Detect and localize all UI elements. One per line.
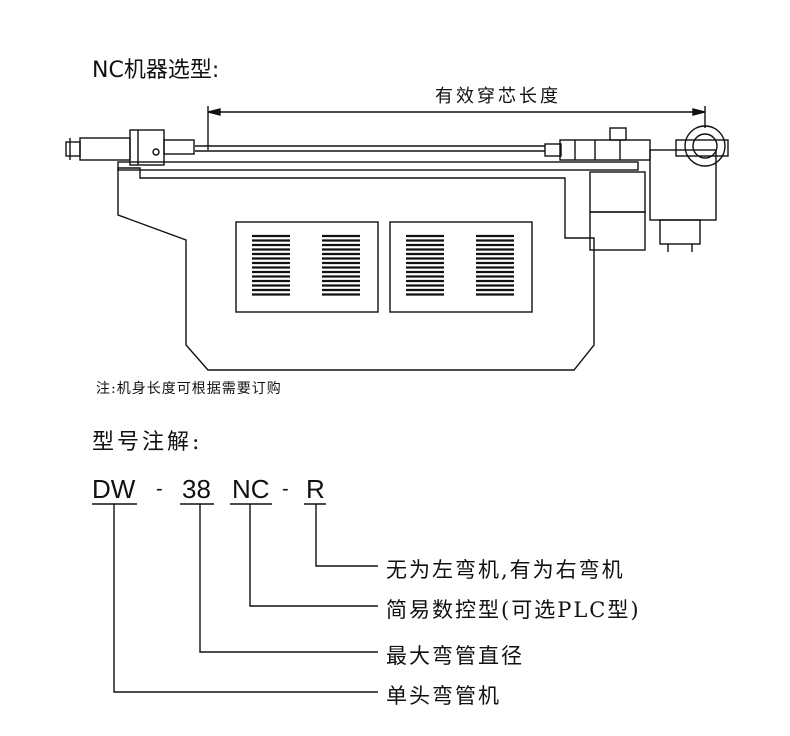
code-38: 38: [182, 474, 211, 504]
model-title: 型号注解:: [92, 430, 203, 455]
desc-r: 无为左弯机,有为右弯机: [386, 558, 625, 582]
code-dw: DW: [92, 474, 136, 504]
motor-block: [649, 149, 717, 221]
code-sep-1: -: [156, 478, 163, 500]
vent-panel-left: [235, 221, 379, 313]
page-title: NC机器选型:: [92, 58, 220, 83]
clamp-assembly: [559, 139, 651, 161]
connector-nc: [249, 504, 378, 607]
desc-nc: 简易数控型(可选PLC型): [386, 598, 641, 622]
motor-cap: [675, 139, 729, 157]
right-column-lower: [589, 211, 646, 251]
machine-body: [117, 167, 595, 371]
desc-size: 最大弯管直径: [386, 644, 524, 668]
motor-foot: [659, 219, 701, 245]
code-connectors: [92, 503, 378, 693]
cylinder-mount: [129, 129, 165, 166]
code-r: R: [306, 474, 325, 504]
vent-louvers: [252, 234, 514, 296]
dimension-label: 有效穿芯长度: [435, 86, 561, 107]
connector-size: [199, 504, 378, 653]
right-column: [589, 171, 646, 213]
cylinder: [79, 137, 131, 161]
note-text: 注:机身长度可根据需要订购: [96, 381, 282, 397]
desc-dw: 单头弯管机: [386, 684, 501, 708]
connector-r: [315, 504, 378, 567]
bending-wheel: [684, 125, 726, 167]
code-sep-2: -: [282, 478, 289, 500]
code-nc: NC: [232, 474, 270, 504]
vent-panel-right: [389, 221, 533, 313]
bed-plate: [117, 161, 639, 171]
connector-dw: [113, 504, 378, 693]
